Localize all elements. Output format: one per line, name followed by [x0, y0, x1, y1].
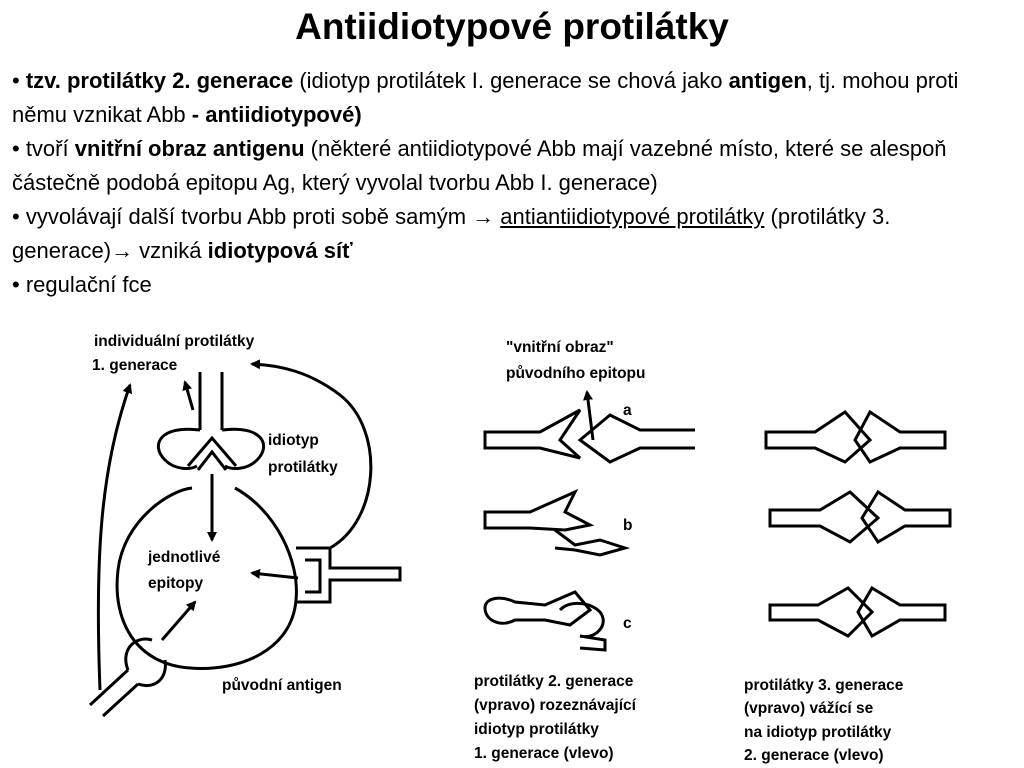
svg-text:1. generace (vlevo): 1. generace (vlevo): [474, 745, 614, 762]
bullet-3: • vyvolávají další tvorbu Abb proti sobě…: [12, 204, 891, 263]
antigen-circle: [115, 486, 298, 670]
bullet-4: • regulační fce: [12, 272, 152, 297]
left-diagram: individuální protilátky 1. generace idio…: [88, 333, 402, 718]
bullet-list: • tzv. protilátky 2. generace (idiotyp p…: [12, 64, 1012, 302]
antibody-stem: [198, 372, 224, 430]
binding-antibody: [88, 637, 167, 718]
idiotype-lobes: [156, 427, 266, 470]
svg-text:(vpravo) rozeznávající: (vpravo) rozeznávající: [474, 697, 637, 714]
bullet-1: • tzv. protilátky 2. generace (idiotyp p…: [12, 68, 959, 127]
svg-text:idiotyp protilátky: idiotyp protilátky: [474, 721, 599, 738]
pair-b-left: [483, 488, 595, 532]
svg-text:protilátky: protilátky: [268, 459, 338, 476]
svg-text:2. generace (vlevo): 2. generace (vlevo): [744, 747, 884, 764]
svg-text:protilátky 2. generace: protilátky 2. generace: [474, 673, 634, 690]
svg-text:b: b: [623, 517, 632, 534]
right-diagram: protilátky 3. generace (vpravo) vážící s…: [744, 409, 952, 764]
svg-text:protilátky 3. generace: protilátky 3. generace: [744, 677, 904, 694]
right-pair-3: [768, 585, 947, 639]
pair-c-right: [558, 602, 607, 652]
pair-a-right: [577, 413, 695, 464]
right-pair-1: [764, 409, 947, 464]
bullet-2: • tvoří vnitřní obraz antigenu (některé …: [12, 136, 947, 195]
right-pair-2: [768, 489, 952, 545]
svg-text:1. generace: 1. generace: [92, 357, 178, 374]
pair-a-left: [483, 408, 582, 460]
svg-text:původního epitopu: původního epitopu: [506, 365, 645, 382]
svg-text:a: a: [623, 402, 632, 419]
svg-text:na idiotyp protilátky: na idiotyp protilátky: [744, 724, 892, 741]
idiotype-notch: [186, 435, 238, 471]
svg-text:jednotlivé: jednotlivé: [147, 549, 221, 566]
pair-c-left: [483, 590, 593, 627]
svg-text:(vpravo) vážící se: (vpravo) vážící se: [744, 700, 874, 717]
receptor-plug: [296, 546, 402, 604]
pair-b-right: [554, 528, 631, 557]
middle-diagram: "vnitřní obraz" původního epitopu a b c …: [474, 339, 695, 762]
svg-text:individuální protilátky: individuální protilátky: [94, 333, 255, 350]
slide-title: Antiidiotypové protilátky: [295, 6, 729, 47]
svg-text:epitopy: epitopy: [148, 575, 203, 592]
bullet-1-term: tzv. protilátky 2. generace: [25, 68, 294, 93]
svg-text:"vnitřní obraz": "vnitřní obraz": [506, 339, 614, 356]
svg-text:idiotyp: idiotyp: [268, 432, 319, 449]
svg-text:původní antigen: původní antigen: [222, 677, 342, 694]
svg-text:c: c: [623, 615, 632, 632]
